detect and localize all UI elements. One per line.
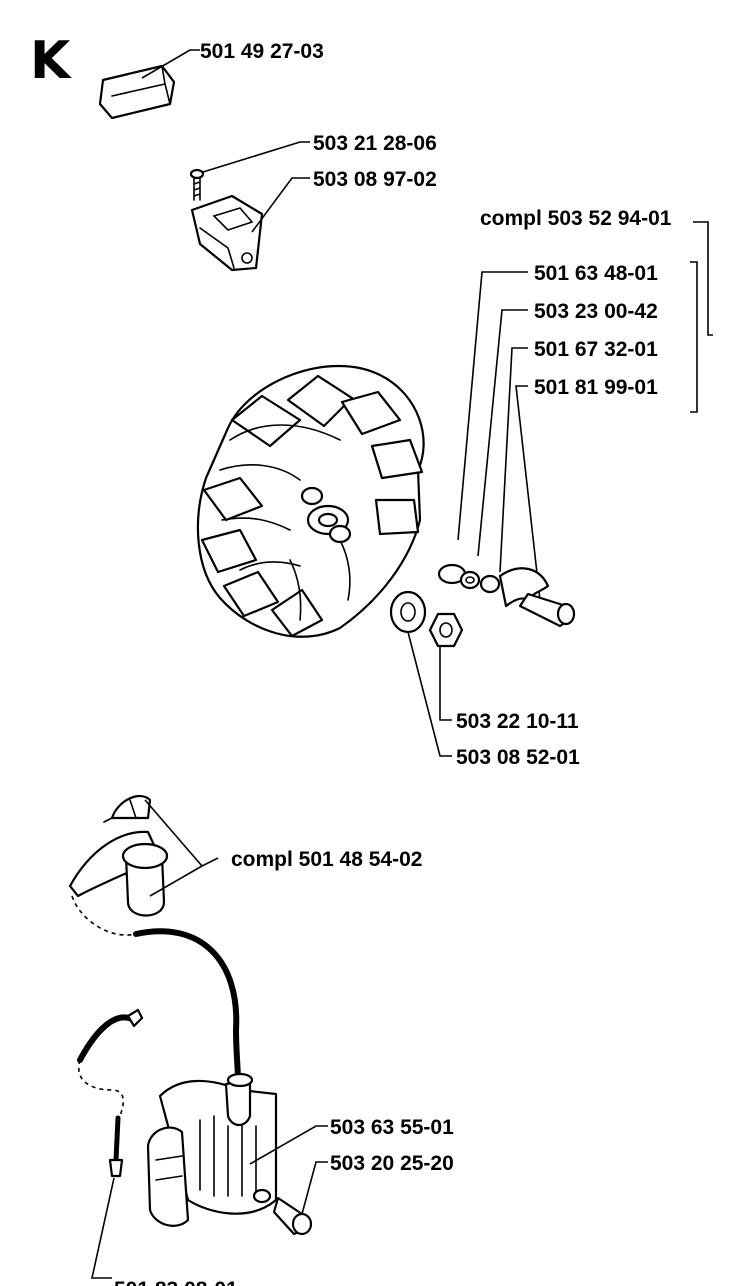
leader-cable	[91, 1177, 115, 1279]
label-screw-top: 503 21 28-06	[313, 132, 437, 155]
cable-upper	[133, 928, 241, 1083]
label-coil-screw: 503 20 25-20	[330, 1152, 454, 1175]
label-compl-plug-cap: compl 501 48 54-02	[231, 848, 422, 871]
cable-dashed	[71, 895, 137, 936]
leader-plug-cap	[144, 799, 219, 897]
cover-part-drawing	[98, 64, 176, 120]
section-letter: K	[30, 31, 72, 91]
kit-bracket-bottom	[690, 261, 698, 413]
label-bracket: 503 08 97-02	[313, 168, 437, 191]
leader-bracket	[251, 177, 310, 233]
label-kit-item3: 501 67 32-01	[534, 338, 658, 361]
nut-drawing	[428, 612, 464, 648]
label-cover: 501 49 27-03	[200, 40, 324, 63]
label-cable: 501 83 08-01	[114, 1278, 238, 1286]
label-nut: 503 22 10-11	[456, 710, 579, 733]
bracket-drawing	[190, 194, 264, 272]
ignition-coil-drawing	[146, 1072, 278, 1227]
leader-washer	[407, 631, 452, 757]
screw-top-drawing	[189, 168, 205, 201]
coil-screw-drawing	[252, 1188, 313, 1236]
label-kit-item2: 503 23 00-42	[534, 300, 658, 323]
flywheel-drawing	[196, 365, 425, 638]
leader-kit-item3	[499, 347, 528, 573]
leader-ignition-coil	[249, 1125, 328, 1165]
short-cable-drawing	[77, 1008, 144, 1178]
leader-kit-item4	[515, 385, 541, 601]
leader-screw-top	[202, 141, 310, 173]
label-ignition-coil: 503 63 55-01	[330, 1116, 454, 1139]
label-kit-item4: 501 81 99-01	[534, 376, 658, 399]
label-compl-kit: compl 503 52 94-01	[480, 207, 672, 230]
washer-drawing	[389, 590, 427, 634]
leader-coil-screw	[301, 1161, 328, 1215]
plug-cap-drawing	[68, 794, 169, 917]
kit-bracket-top	[693, 221, 713, 336]
kit-parts-drawing	[437, 563, 576, 628]
leader-kit-item1	[457, 271, 528, 541]
label-washer: 503 08 52-01	[456, 746, 580, 769]
label-kit-item1: 501 63 48-01	[534, 262, 658, 285]
leader-nut	[439, 646, 452, 721]
leader-kit-item2	[477, 309, 528, 557]
leader-cover	[141, 49, 200, 79]
